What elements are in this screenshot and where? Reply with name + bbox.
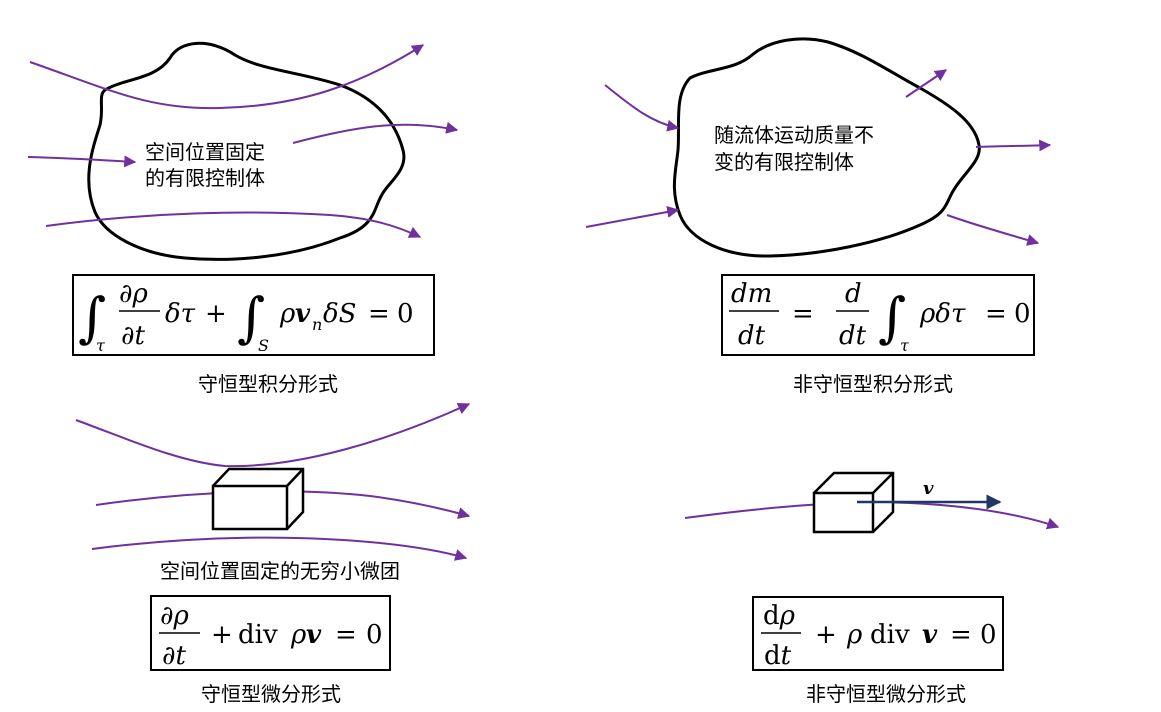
fixed-infinitesimal-element (211, 467, 305, 531)
equation-frame (72, 274, 435, 356)
svg-text:∂t: ∂t (121, 321, 145, 351)
svg-text:δS: δS (323, 299, 356, 329)
equation-nonconservative-differential: dρ dt + ρ div v = 0 (761, 601, 997, 671)
svg-text:ρ: ρ (846, 620, 863, 650)
streamline-3 (292, 121, 459, 144)
svg-text:+: + (815, 620, 837, 650)
svg-text:ρ: ρ (290, 620, 307, 650)
svg-text:0: 0 (1014, 299, 1031, 329)
streamline-3 (91, 536, 468, 561)
svg-text:=: = (792, 299, 814, 329)
caption-conservative-differential: 守恒型微分形式 (201, 682, 341, 706)
region-label-line-1: 随流体运动质量不 (714, 123, 874, 147)
svg-text:dρ: dρ (763, 601, 796, 631)
panel-bottom-right: v dρ dt + ρ div v = 0 非守恒型微分形式 (684, 471, 1060, 706)
caption-nonconservative-integral: 非守恒型积分形式 (793, 372, 953, 396)
svg-text:S: S (258, 336, 269, 355)
svg-text:=: = (950, 620, 972, 650)
panel-top-left: 空间位置固定 的有限控制体 ∫ τ ∂ρ ∂t δτ + ∫ S ρ v n δ… (27, 41, 459, 396)
region-label-line-2: 变的有限控制体 (714, 150, 854, 174)
svg-text:=: = (368, 299, 390, 329)
svg-text:∂ρ: ∂ρ (119, 279, 148, 309)
svg-text:τ: τ (900, 336, 910, 355)
streamline-1 (75, 403, 471, 468)
svg-text:dt: dt (738, 321, 766, 351)
streamline-out-2 (975, 139, 1052, 152)
svg-text:∫: ∫ (78, 286, 106, 349)
equation-conservative-integral: ∫ τ ∂ρ ∂t δτ + ∫ S ρ v n δS = 0 (78, 279, 414, 355)
svg-text:τ: τ (96, 336, 106, 355)
velocity-label: v (923, 478, 934, 499)
svg-text:ρ: ρ (279, 299, 296, 329)
fixed-control-volume (87, 41, 406, 261)
svg-text:v: v (922, 620, 938, 650)
svg-text:v: v (306, 620, 322, 650)
equation-frame (721, 274, 1035, 356)
caption-conservative-integral: 守恒型积分形式 (198, 372, 338, 396)
caption-nonconservative-differential: 非守恒型微分形式 (806, 682, 966, 706)
panel-top-right: 随流体运动质量不 变的有限控制体 dm dt = d dt ∫ τ ρδτ = … (585, 37, 1052, 396)
svg-text:+: + (205, 299, 227, 329)
svg-text:δτ: δτ (165, 299, 196, 329)
svg-text:0: 0 (980, 620, 997, 650)
moving-infinitesimal-element (812, 471, 895, 534)
equation-conservative-differential: ∂ρ ∂t + div ρ v = 0 (159, 601, 383, 671)
svg-text:∂ρ: ∂ρ (160, 601, 189, 631)
svg-text:dt: dt (839, 321, 867, 351)
streamline-2 (27, 155, 137, 168)
svg-text:0: 0 (397, 299, 414, 329)
element-label: 空间位置固定的无穷小微团 (160, 559, 400, 583)
svg-text:dm: dm (731, 279, 772, 309)
svg-text:∫: ∫ (878, 286, 906, 349)
region-label-line-1: 空间位置固定 (145, 140, 265, 164)
svg-text:+: + (211, 620, 233, 650)
streamline-out-3 (946, 214, 1040, 246)
region-label-line-2: 的有限控制体 (145, 166, 265, 190)
equation-nonconservative-integral: dm dt = d dt ∫ τ ρδτ = 0 (729, 279, 1031, 355)
svg-text:∫: ∫ (237, 286, 265, 349)
streamline-2 (95, 490, 471, 519)
equation-frame (752, 596, 1004, 671)
svg-text:div: div (870, 620, 910, 650)
svg-text:=: = (985, 299, 1007, 329)
streamline-in-2 (585, 205, 680, 228)
svg-text:∂t: ∂t (162, 641, 186, 671)
streamline-4 (45, 211, 422, 238)
svg-text:v: v (295, 299, 311, 329)
svg-text:n: n (312, 315, 322, 334)
svg-text:div: div (238, 620, 278, 650)
streamline-out-1 (905, 69, 947, 98)
svg-text:0: 0 (366, 620, 383, 650)
equation-frame (150, 595, 391, 671)
streamline-in-1 (604, 84, 680, 132)
panel-bottom-left: 空间位置固定的无穷小微团 ∂ρ ∂t + div ρ v = 0 守恒型微分形式 (75, 403, 471, 706)
svg-text:=: = (335, 620, 357, 650)
moving-control-volume (672, 37, 981, 258)
streamline-1 (29, 44, 425, 110)
svg-text:dt: dt (764, 641, 792, 671)
svg-text:d: d (845, 279, 862, 309)
svg-text:ρδτ: ρδτ (919, 299, 966, 329)
